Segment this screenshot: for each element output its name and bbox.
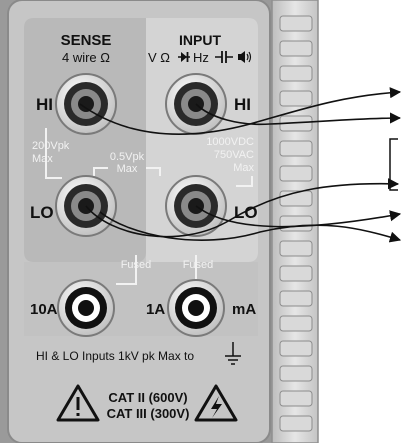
lo-lo-link — [93, 167, 161, 176]
input-title: INPUT — [179, 32, 221, 48]
ground-icon — [225, 342, 241, 365]
fused-right-label: Fused — [183, 259, 214, 271]
side-groove — [279, 340, 313, 357]
cat-ii-rating: CAT II (600V) — [108, 390, 187, 405]
side-groove — [279, 15, 313, 32]
test-wires — [79, 87, 402, 243]
label-lo-left: LO — [30, 203, 54, 222]
input-hi-lo-link — [236, 176, 253, 187]
input-rating-3: Max — [233, 162, 254, 174]
sense-title: SENSE — [61, 32, 112, 49]
side-groove — [279, 215, 313, 232]
capacitor-icon — [215, 51, 233, 63]
label-10a: 10A — [30, 301, 58, 318]
side-groove — [279, 40, 313, 57]
label-ma: mA — [232, 301, 256, 318]
side-grooves — [279, 15, 313, 432]
side-groove — [279, 65, 313, 82]
input-subtitle-left: V Ω — [148, 50, 170, 65]
sense-rating-2: Max — [32, 153, 53, 165]
warning-icon — [56, 384, 100, 422]
wire-input-lo — [195, 205, 402, 228]
fuse-left-link — [116, 255, 137, 285]
side-groove — [279, 165, 313, 182]
input-subtitle-hz: Hz — [193, 50, 209, 65]
lo-rating-2: Max — [117, 163, 138, 175]
label-1a: 1A — [146, 301, 165, 318]
wire-lo-to-bottom — [99, 211, 402, 243]
sense-rating-1: 200Vpk — [32, 140, 70, 152]
high-voltage-icon — [194, 384, 238, 422]
side-groove — [279, 140, 313, 157]
side-groove — [279, 415, 313, 432]
sense-hi-lo-link — [45, 128, 62, 179]
component-bracket — [389, 138, 398, 191]
lo-rating-1: 0.5Vpk — [110, 151, 145, 163]
input-rating-1: 1000VDC — [206, 136, 254, 148]
wire-sense-lo — [85, 178, 400, 238]
side-groove — [279, 390, 313, 407]
side-groove — [279, 265, 313, 282]
side-groove — [279, 365, 313, 382]
input-rating-2: 750VAC — [214, 149, 254, 161]
jack-10a[interactable] — [57, 279, 115, 337]
sense-subtitle: 4 wire Ω — [62, 50, 110, 65]
continuity-icon — [238, 51, 252, 63]
label-lo-right: LO — [234, 203, 258, 222]
side-groove — [279, 90, 313, 107]
side-groove — [279, 315, 313, 332]
side-groove — [279, 290, 313, 307]
label-hi-left: HI — [36, 95, 53, 114]
side-groove — [279, 240, 313, 257]
cat-iii-rating: CAT III (300V) — [107, 406, 190, 421]
jack-1a[interactable] — [167, 279, 225, 337]
wire-input-hi — [195, 103, 402, 126]
diode-icon — [178, 52, 190, 62]
jack-sense-hi[interactable] — [55, 73, 117, 135]
label-hi-right: HI — [234, 95, 251, 114]
inputs-note: HI & LO Inputs 1kV pk Max to — [36, 349, 194, 363]
